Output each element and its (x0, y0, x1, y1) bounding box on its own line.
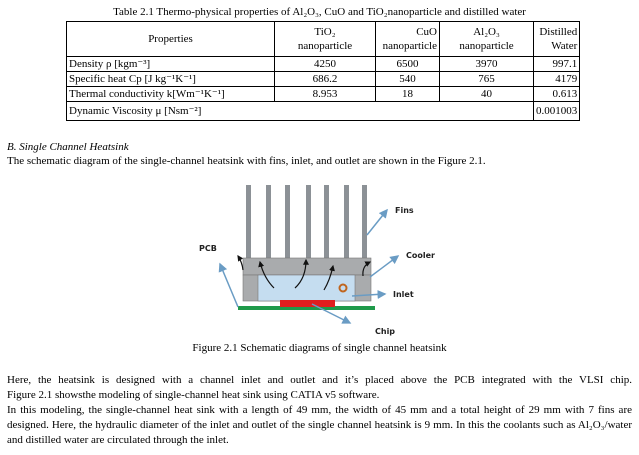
cell-cuo: 18 (375, 86, 440, 102)
section-heading: B. Single Channel Heatsink (7, 141, 129, 153)
header-cuo-sub: nanoparticle (382, 40, 437, 52)
intro-text: The schematic diagram of the single-chan… (7, 155, 486, 167)
header-properties: Properties (66, 21, 275, 57)
table-row: Dynamic Viscosity μ [Nsm⁻²] 0.001003 (66, 101, 581, 121)
label-fins: Fins (395, 206, 414, 215)
label-chip: Chip (375, 327, 395, 336)
header-water-sub: Water (551, 40, 578, 52)
header-al2o3: Al₂O₃ nanoparticle (439, 21, 534, 57)
label-arrows (218, 208, 400, 324)
properties-table: Properties TiO₂ nanoparticle CuO nanoparti… (66, 21, 581, 121)
cell-cuo: 6500 (375, 56, 440, 72)
header-cuo: CuO nanoparticle (375, 21, 440, 57)
label-pcb: PCB (199, 244, 217, 253)
cell-tio2: 4250 (274, 56, 376, 72)
header-tio2-name: TiO₂ (314, 26, 336, 38)
header-al2o3-sub: nanoparticle (459, 40, 514, 52)
header-tio2: TiO₂ nanoparticle (274, 21, 376, 57)
pcb (238, 306, 375, 310)
heat-flow-arrows (237, 255, 372, 291)
paragraph: In this modeling, the single-channel hea… (7, 404, 632, 446)
cell-property: Dynamic Viscosity μ [Nsm⁻²] (66, 101, 534, 121)
cell-al2o3: 3970 (439, 56, 534, 72)
inlet-ring (338, 283, 348, 293)
table-row: Specific heat Cp [J kg⁻¹K⁻¹] 686.2 540 7… (66, 71, 581, 87)
cell-water: 0.613 (532, 86, 581, 102)
table-row: Thermal conductivity k[Wm⁻¹K⁻¹] 8.953 18… (66, 86, 581, 102)
table-header-row: Properties TiO₂ nanoparticle CuO nanoparti… (66, 21, 581, 57)
header-cuo-name: CuO (416, 26, 437, 38)
header-tio2-sub: nanoparticle (297, 40, 353, 52)
cell-water: 997.1 (532, 56, 581, 72)
figure-caption: Figure 2.1 Schematic diagrams of single … (192, 342, 447, 354)
cell-water: 0.001003 (532, 101, 581, 121)
heatsink-diagram: Fins PCB Cooler Inlet Chip (199, 185, 435, 336)
cell-property: Specific heat Cp [J kg⁻¹K⁻¹] (66, 71, 275, 87)
paragraph: Here, the heatsink is designed with a ch… (7, 374, 632, 386)
header-al2o3-name: Al₂O₃ (473, 26, 500, 38)
cell-tio2: 686.2 (274, 71, 376, 87)
cell-tio2: 8.953 (274, 86, 376, 102)
cell-al2o3: 765 (439, 71, 534, 87)
cell-al2o3: 40 (439, 86, 534, 102)
chip (280, 300, 335, 307)
cell-property: Density ρ [kgm⁻³] (66, 56, 275, 72)
cell-water: 4179 (532, 71, 581, 87)
fins (246, 185, 367, 259)
label-cooler: Cooler (406, 251, 435, 260)
table-row: Density ρ [kgm⁻³] 4250 6500 3970 997.1 (66, 56, 581, 72)
table-caption: Table 2.1 Thermo-physical properties of … (113, 6, 526, 18)
label-inlet: Inlet (393, 290, 414, 299)
cell-cuo: 540 (375, 71, 440, 87)
cooler-top (242, 257, 372, 276)
header-water-name: Distilled (539, 26, 578, 38)
cell-property: Thermal conductivity k[Wm⁻¹K⁻¹] (66, 86, 275, 102)
paragraph: Figure 2.1 showsthe modeling of single-c… (7, 389, 380, 401)
